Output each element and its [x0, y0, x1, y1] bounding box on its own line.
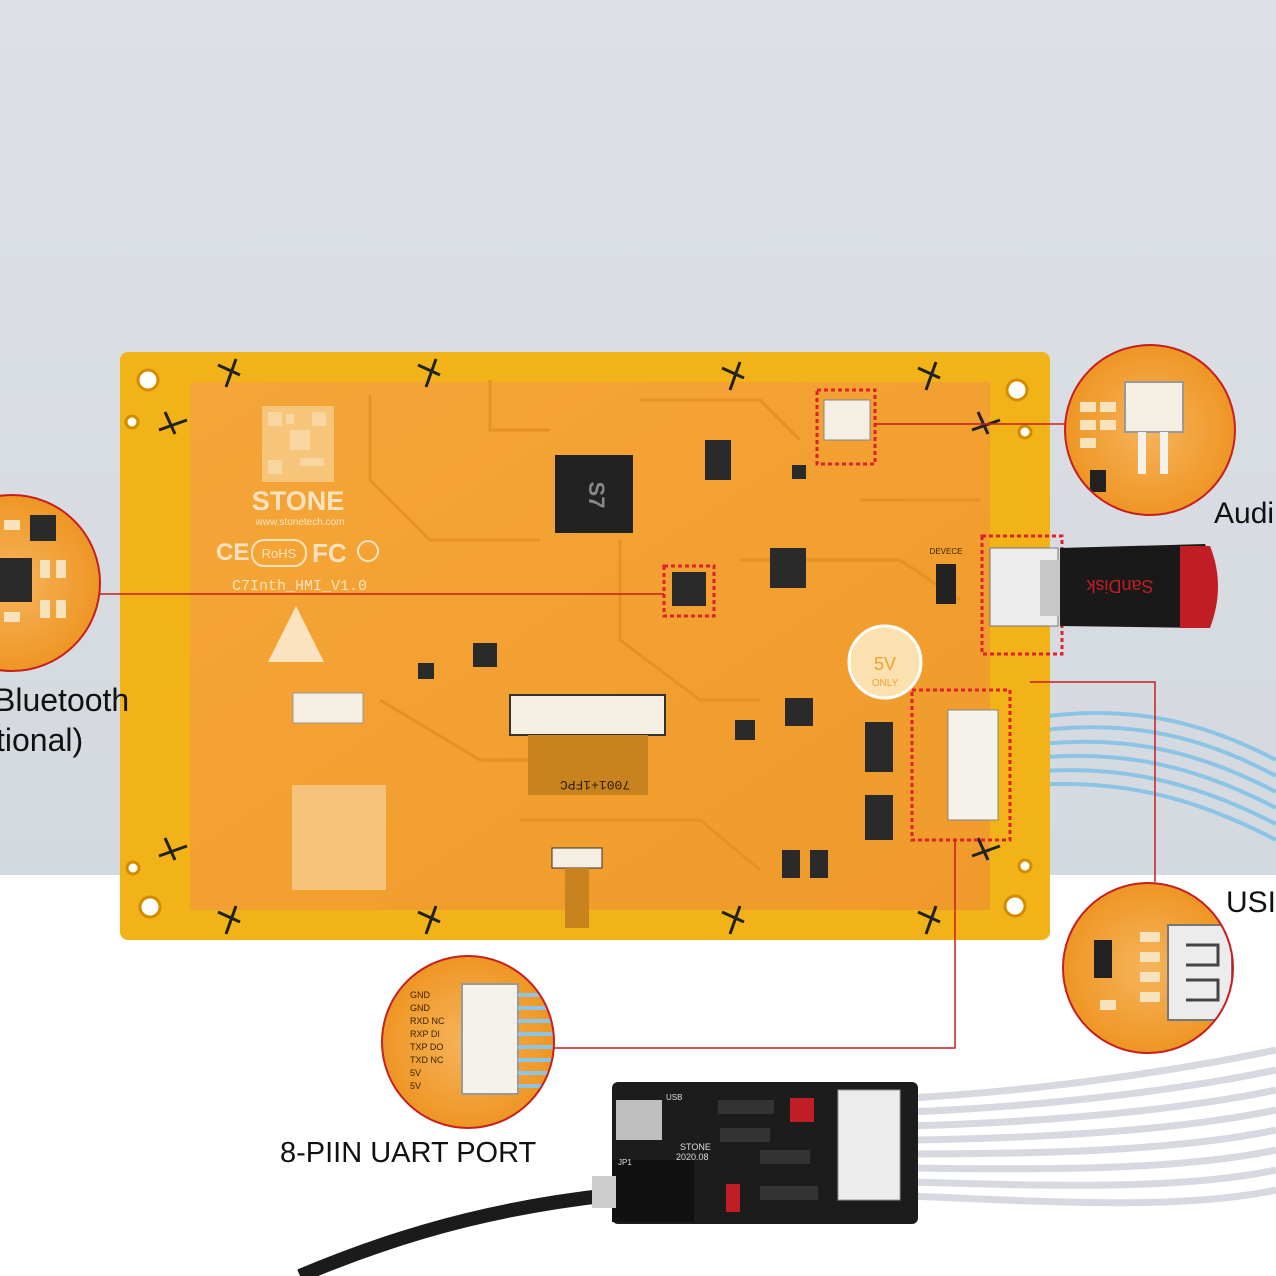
small-connector — [292, 692, 364, 724]
mcu-chip — [555, 455, 633, 533]
small-ics — [418, 440, 893, 878]
bottom-fpc-ribbon — [565, 868, 589, 928]
uart-pin-labels: GND GND RXD NC RXP DI TXP DO TXD NC 5V 5V — [410, 990, 445, 1091]
board-brand: STONE — [252, 486, 345, 516]
lcd-fpc-connector — [509, 694, 666, 736]
adapter-brand: STONE — [680, 1142, 711, 1152]
uart-connector — [947, 709, 999, 821]
uart-usb-adapter: STONE 2020.08 USB JP1 — [592, 1082, 918, 1224]
bluetooth-chip — [672, 572, 706, 606]
hmi-board: STONE www.stonetech.com CE RoHS FC C7Int… — [120, 352, 1064, 940]
uart-callout-circle: GND GND RXD NC RXP DI TXP DO TXD NC 5V 5V — [381, 955, 555, 1129]
usb-mode-switch — [936, 564, 956, 604]
frame-clips — [158, 358, 1001, 935]
bottom-fpc-connector — [551, 847, 603, 869]
uart-pin-label: GND — [410, 990, 431, 1000]
power-badge-note: ONLY — [872, 678, 899, 689]
adapter-jack-label: JP1 — [618, 1158, 632, 1167]
usb-callout-circle — [1062, 882, 1234, 1054]
uart-pin-label: 5V — [410, 1068, 421, 1078]
uart-label: 8-PIIN UART PORT — [280, 1137, 537, 1169]
callout-lines — [100, 423, 1156, 1049]
fpc-ribbon — [528, 735, 648, 795]
usb-flash-drive: SanDisk — [1040, 544, 1218, 628]
uart-pin-label: GND — [410, 1003, 431, 1013]
uart-pin-label: RXP DI — [410, 1029, 440, 1039]
board-url: www.stonetech.com — [255, 517, 345, 528]
adapter-usb-label: USB — [666, 1093, 682, 1102]
audio-highlight — [815, 388, 877, 466]
mounting-holes — [124, 368, 1033, 919]
uart-pin-label: 5V — [410, 1081, 421, 1091]
usb-brand: SanDisk — [1085, 576, 1153, 596]
usb-label: USI — [1226, 886, 1276, 919]
white-ribbon-cable — [909, 1046, 1276, 1207]
board-model: C7Inth_HMI_V1.0 — [232, 578, 367, 595]
usb-highlight — [980, 534, 1064, 656]
ce-mark: CE — [216, 539, 249, 566]
bluetooth-label: Bluetooth — [0, 682, 130, 718]
audio-connector — [823, 399, 871, 441]
uart-pin-label: TXP DO — [410, 1042, 443, 1052]
bluetooth-highlight — [662, 564, 716, 618]
usb-switch-label: DEVECE — [930, 547, 963, 556]
rohs-mark: RoHS — [262, 546, 297, 561]
rohs-badge — [251, 539, 307, 567]
power-badge-value: 5V — [874, 654, 896, 674]
fc-mark: FC — [312, 538, 347, 568]
power-badge — [847, 624, 923, 700]
chip-label: S7 — [584, 482, 609, 509]
fpc-label: 7001+1FPC — [560, 777, 630, 792]
adapter-date: 2020.08 — [676, 1152, 709, 1162]
recycle-mark — [357, 540, 379, 562]
audio-callout-circle — [1064, 344, 1236, 516]
copper-pad — [292, 785, 386, 890]
qr-code — [262, 406, 334, 482]
uart-pin-label: TXD NC — [410, 1055, 444, 1065]
power-cable — [297, 1188, 611, 1276]
bluetooth-optional-label: tional) — [0, 722, 84, 758]
uart-highlight — [910, 688, 1012, 842]
bluetooth-callout-circle — [0, 494, 101, 672]
audio-label: Audi — [1214, 497, 1275, 530]
uart-pin-label: RXD NC — [410, 1016, 445, 1026]
esd-warning-icon — [268, 606, 324, 662]
